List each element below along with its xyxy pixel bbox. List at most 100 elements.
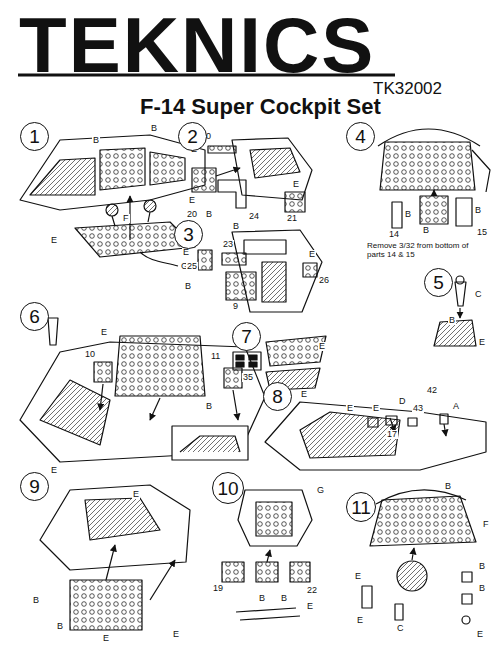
gunsight-hood [222, 562, 244, 582]
step-circle: 5 [424, 268, 453, 297]
part-letter: E [50, 466, 58, 475]
cockpit-tub [140, 252, 178, 266]
step-circle: 8 [263, 382, 292, 411]
cockpit-tub [148, 212, 150, 222]
step-circle: 1 [20, 122, 49, 151]
cockpit-tub [100, 148, 145, 190]
instruction-note: Remove 3/32 from bottom of parts 14 & 15 [366, 241, 480, 259]
cockpit-tub [224, 368, 242, 388]
part-letter: B [92, 136, 100, 145]
side-console [236, 355, 244, 360]
step-number: 1 [29, 127, 40, 146]
part-number: 22 [306, 586, 318, 595]
step-number: 2 [187, 127, 198, 146]
cockpit-tub [180, 436, 240, 452]
console-part [303, 263, 317, 277]
gunsight-hood [236, 608, 296, 612]
console-part [216, 168, 240, 176]
cockpit-tub [112, 216, 115, 226]
console-part [222, 253, 246, 265]
control-stick [459, 308, 460, 318]
step-circle: 11 [346, 492, 376, 522]
part-letter: B [474, 206, 482, 215]
step-circle: 4 [346, 122, 375, 151]
cockpit-tub [368, 418, 378, 427]
cockpit-tub [40, 485, 190, 630]
instrument-panel [376, 490, 466, 504]
instrument-panel [378, 129, 480, 146]
part-number: 17 [386, 430, 398, 439]
console-part [250, 148, 300, 178]
instrument-panel [462, 572, 472, 582]
part-number: 14 [388, 230, 400, 239]
instrument-panel [420, 196, 448, 224]
side-console [249, 355, 257, 360]
part-letter: B [205, 210, 213, 219]
gunsight-hood [222, 490, 312, 620]
part-letter: E [354, 572, 362, 581]
part-letter: E [476, 630, 484, 639]
part-number: 9 [232, 302, 239, 311]
step-number: 8 [272, 387, 283, 406]
cockpit-tub [20, 135, 205, 266]
step-number: 11 [351, 498, 371, 517]
part-letter: B [478, 584, 486, 593]
part-letter: E [292, 180, 300, 189]
gunsight-hood [256, 562, 278, 582]
step-number: 4 [355, 127, 366, 146]
instrument-panel [433, 190, 434, 196]
cockpit-tub [150, 398, 160, 420]
gunsight-hood [256, 502, 292, 536]
step-number: 5 [433, 273, 444, 292]
part-letter: B [205, 402, 213, 411]
part-number: 19 [212, 584, 224, 593]
cockpit-tub [408, 418, 417, 426]
part-letter: E [132, 490, 140, 499]
step-number: 9 [29, 477, 40, 496]
part-letter: B [56, 622, 64, 631]
part-number: 42 [426, 386, 438, 395]
step-number: 10 [217, 479, 238, 498]
instrument-panel [412, 548, 414, 560]
instrument-panel [362, 586, 372, 608]
part-number: 24 [248, 212, 260, 221]
part-letter: F [122, 214, 130, 223]
sheet-title: F-14 Super Cockpit Set [140, 94, 381, 120]
instrument-panel [456, 198, 472, 226]
step-circle: 7 [232, 322, 261, 351]
part-letter: G [316, 486, 325, 495]
cockpit-tub [30, 158, 95, 195]
instrument-panel [362, 490, 476, 624]
part-letter: B [232, 222, 240, 231]
control-stick [456, 276, 464, 284]
part-letter: B [280, 594, 288, 603]
console-part [198, 230, 322, 312]
gunsight-hood [290, 562, 310, 582]
cockpit-tub [40, 485, 190, 570]
part-letter: E [306, 602, 314, 611]
console-part [192, 168, 216, 192]
cockpit-tub [94, 362, 112, 382]
part-number: 26 [318, 276, 330, 285]
part-letter: B [258, 594, 266, 603]
cockpit-tub [150, 152, 185, 185]
console-part [226, 272, 256, 300]
part-letter: E [478, 338, 486, 347]
part-letter: E [356, 616, 364, 625]
part-letter: A [452, 402, 460, 411]
part-letter: E [318, 342, 326, 351]
console-part [285, 192, 305, 212]
instrument-panel [397, 561, 427, 591]
part-letter: B [444, 482, 452, 491]
part-letter: E [346, 404, 354, 413]
step-number: 6 [29, 307, 40, 326]
step-number: 3 [183, 225, 194, 244]
instrument-panel [395, 604, 403, 620]
cockpit-tub [300, 412, 400, 458]
console-part [232, 138, 312, 200]
step-circle: 9 [20, 472, 49, 501]
part-letter: E [300, 390, 308, 399]
cockpit-tub [20, 135, 205, 210]
part-letter: B [184, 282, 192, 291]
part-letter: F [482, 520, 490, 529]
